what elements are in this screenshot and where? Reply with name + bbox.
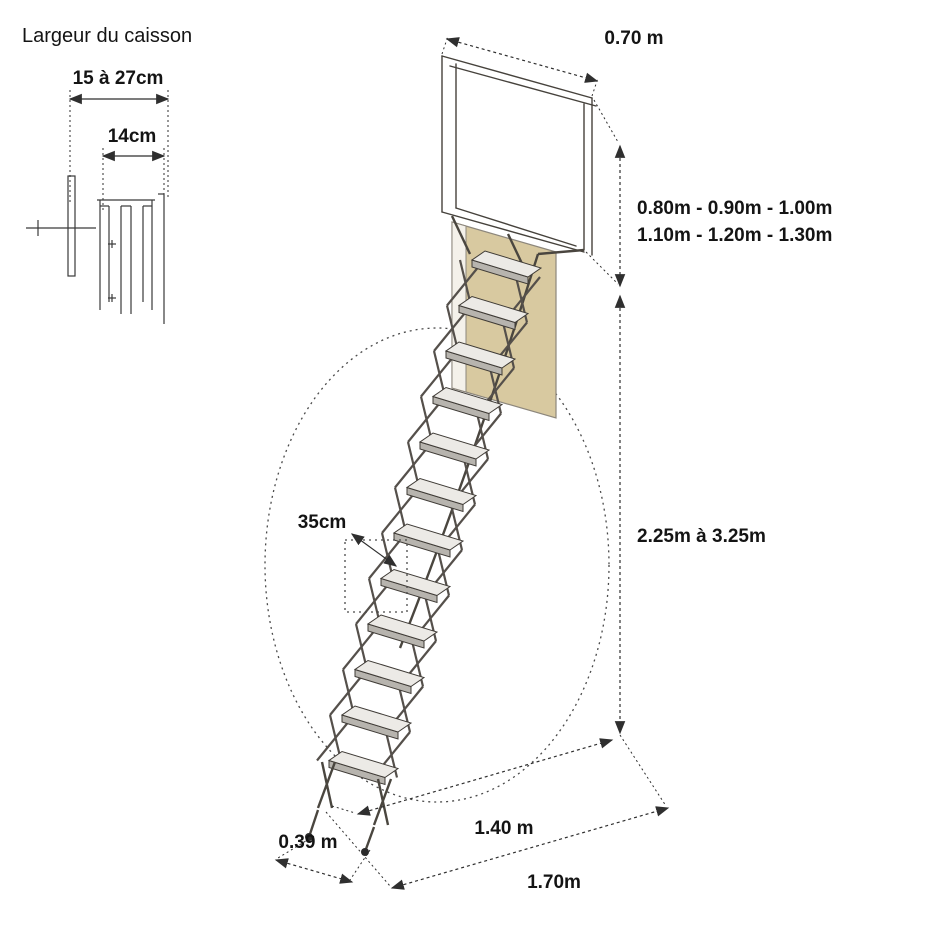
inner-width-label: 14cm	[108, 126, 157, 147]
dim-hatch-width: 0.70 m	[441, 28, 664, 97]
foot-cap-right	[361, 848, 369, 856]
dim-hatch-length: 0.80m - 0.90m - 1.00m 1.10m - 1.20m - 1.…	[585, 99, 832, 288]
step-width-callout: 35cm	[298, 512, 408, 613]
handrail-attach	[537, 248, 585, 256]
floor-distance-label: 1.40 m	[474, 818, 533, 839]
hatch-width-label: 0.70 m	[604, 28, 663, 49]
step-width-arrow	[350, 533, 398, 567]
swing-clearance-label: 1.70m	[527, 872, 581, 893]
foot-cap-left	[305, 833, 313, 841]
scissor-ladder	[316, 250, 543, 786]
hatch-length-label-2: 1.10m - 1.20m - 1.30m	[637, 225, 832, 246]
detail-title: Largeur du caisson	[22, 25, 192, 47]
ladder-foot-width-label: 0.39 m	[278, 832, 337, 853]
caisson-profile-drawing	[26, 175, 165, 324]
step-width-label: 35cm	[298, 512, 347, 533]
dim-ladder-foot-width: 0.39 m	[274, 832, 371, 884]
ladder-mount-arm-left	[450, 215, 472, 255]
hatch-length-label-1: 0.80m - 0.90m - 1.00m	[637, 198, 832, 219]
caisson-section-detail: Largeur du caisson 15 à 27cm 14cm	[22, 25, 192, 324]
ceiling-height-label: 2.25m à 3.25m	[637, 526, 766, 547]
swing-arc	[264, 327, 610, 803]
dim-swing-clearance: 1.70m	[325, 734, 670, 893]
outer-width-label: 15 à 27cm	[73, 68, 164, 89]
hatch-frame	[441, 55, 597, 256]
dim-ceiling-height: 2.25m à 3.25m	[614, 294, 766, 735]
